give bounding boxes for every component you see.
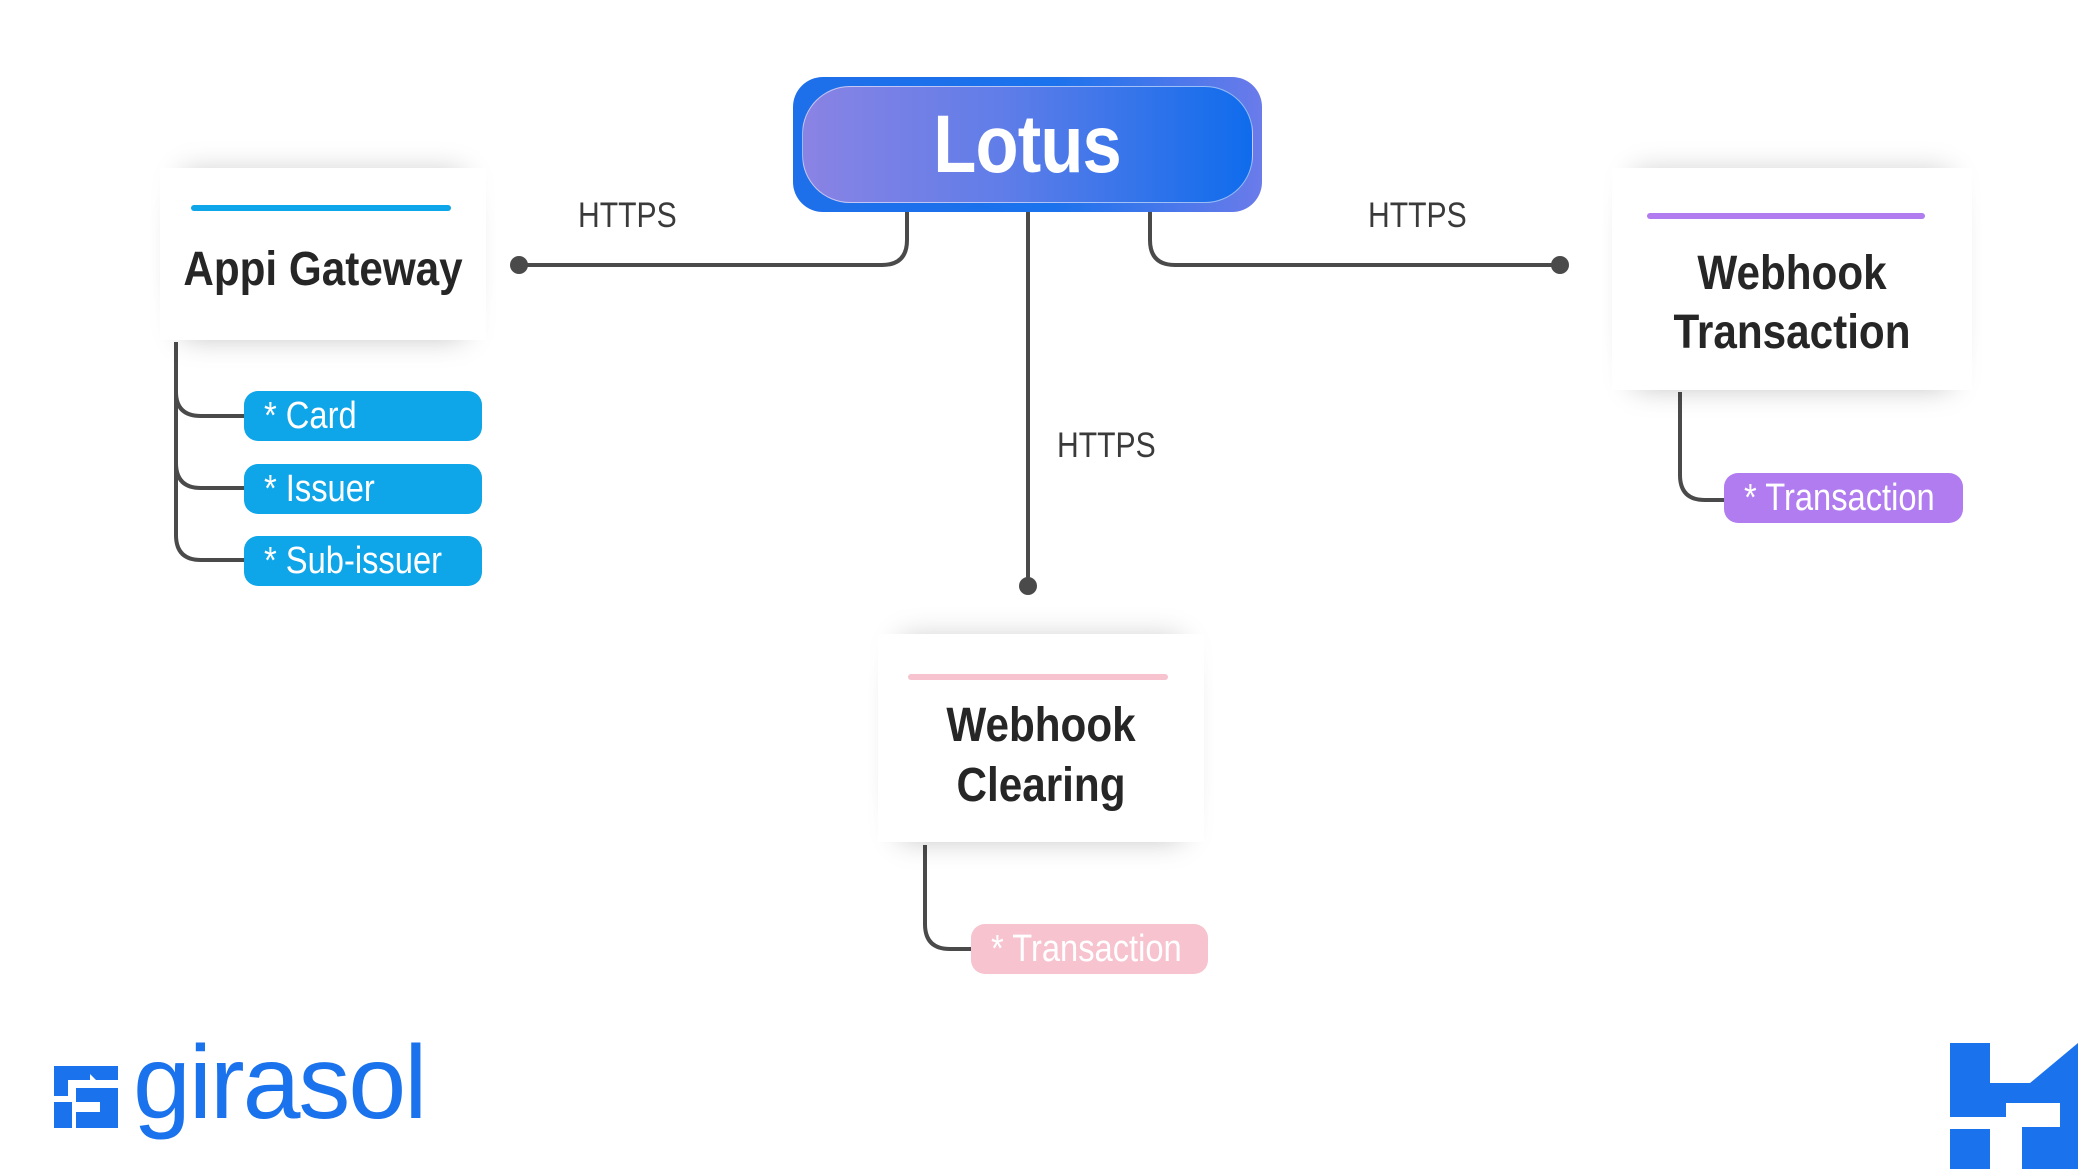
webhook-transaction-title-line2: Transaction	[1673, 306, 1911, 359]
webhook-transaction-accent	[1647, 213, 1925, 219]
lotus-node: Lotus	[793, 77, 1262, 212]
connector-webhook-transaction	[1148, 212, 1560, 267]
girasol-logo-icon	[54, 1066, 118, 1128]
api-gateway-item-issuer: * Issuer	[244, 464, 482, 514]
lotus-label: Lotus	[933, 98, 1123, 190]
connector-api-gateway	[519, 212, 909, 267]
api-gateway-card: Appi Gateway	[160, 168, 486, 340]
webhook-clearing-title-line2: Clearing	[956, 759, 1126, 812]
webhook-clearing-accent	[908, 674, 1168, 680]
brand-mark-icon	[1950, 1043, 2078, 1169]
api-gateway-title: Appi Gateway	[183, 243, 463, 296]
webhook-clearing-title-line1: Webhook	[946, 699, 1136, 752]
api-gateway-item-card: * Card	[244, 391, 482, 441]
https-label-webhook-clearing: HTTPS	[1057, 426, 1156, 465]
webhook-transaction-item-transaction: * Transaction	[1724, 473, 1963, 523]
api-gateway-item-sub-issuer: * Sub-issuer	[244, 536, 482, 586]
webhook-clearing-card: Webhook Clearing	[878, 634, 1204, 842]
tree-webhook-transaction	[1678, 392, 1728, 502]
https-label-webhook-transaction: HTTPS	[1368, 196, 1467, 235]
webhook-clearing-item-transaction: * Transaction	[971, 924, 1208, 974]
tree-api-gateway	[174, 342, 248, 562]
tree-webhook-clearing	[923, 845, 975, 951]
api-gateway-accent	[191, 205, 451, 211]
https-label-api-gateway: HTTPS	[578, 196, 677, 235]
webhook-transaction-card: Webhook Transaction	[1612, 168, 1972, 390]
brand-name: girasol	[133, 1025, 427, 1141]
webhook-transaction-title-line1: Webhook	[1697, 247, 1887, 300]
